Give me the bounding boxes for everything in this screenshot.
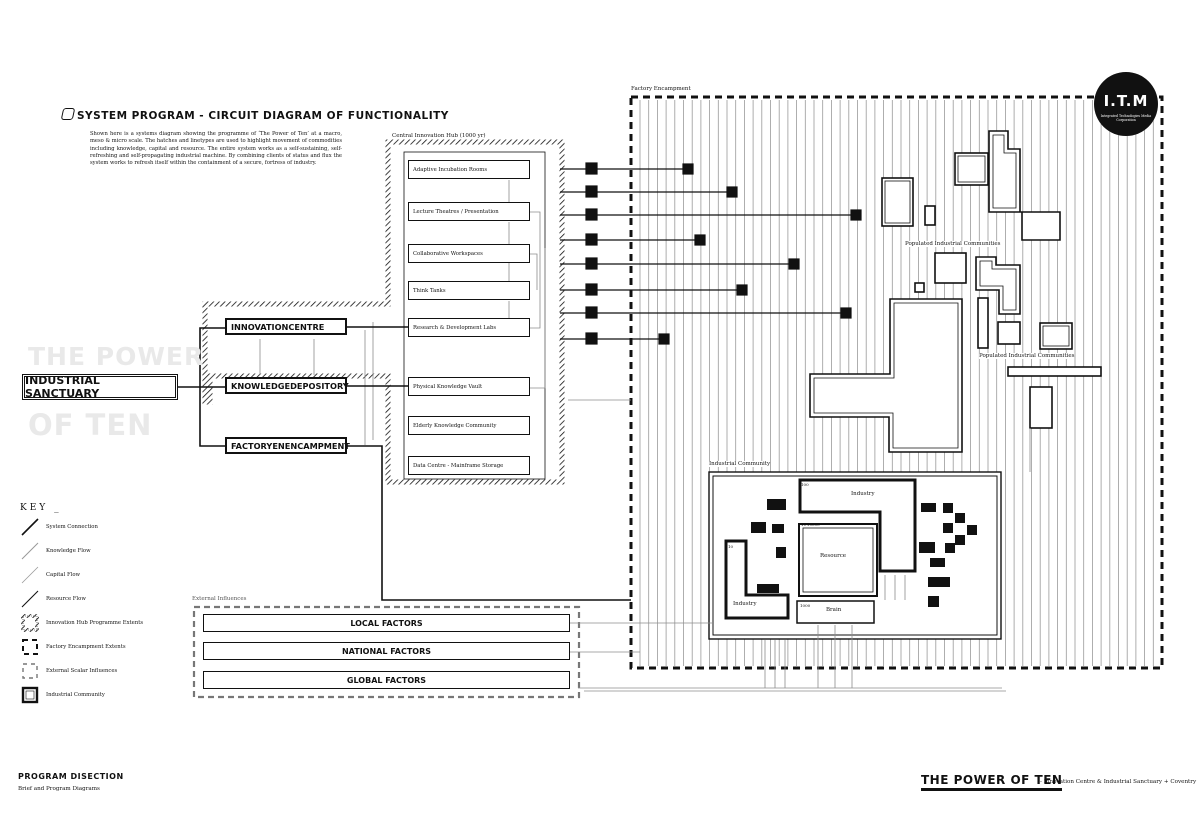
local-factors: LOCAL FACTORS (203, 614, 570, 632)
tag-10: 10 (728, 544, 734, 549)
watermark-line-2: OF TEN (28, 408, 153, 442)
resource-flow-icon (21, 590, 39, 608)
itm-logo: I.T.M Integrated Technologies Media Corp… (1094, 72, 1158, 136)
room-research-labs: Research & Development Labs (408, 318, 530, 337)
knowledge-depository-node: KNOWLEDGEDEPOSITORY (225, 377, 349, 394)
external-influences-icon (22, 663, 38, 679)
footer-right-title: THE POWER OF TEN (921, 773, 1063, 791)
factory-encampment-node: FACTORYENENCAMPMENT (225, 437, 350, 454)
key-title: KEY _ (20, 503, 62, 513)
room-lecture-theatres: Lecture Theatres / Presentation (408, 202, 530, 221)
room-think-tanks: Think Tanks (408, 281, 530, 300)
system-connection-icon (21, 518, 39, 536)
key-row-capital: Capital Flow (20, 564, 220, 586)
national-factors: NATIONAL FACTORS (203, 642, 570, 660)
populated-label-2: Populated Industrial Communities (979, 353, 1075, 359)
room-collaborative-workspaces: Collaborative Workspaces (408, 244, 530, 263)
industrial-sanctuary-node: INDUSTRIAL SANCTUARY (22, 374, 178, 400)
footer-left-title: PROGRAM DISECTION (18, 772, 124, 781)
community-resource-label: Resource (820, 553, 847, 559)
logo-subtitle: Integrated Technologies Media Corporatio… (1100, 114, 1152, 122)
tag-10000: 1>10000 (801, 522, 820, 527)
footer-right-subtitle: - Innovation Centre & Industrial Sanctua… (1040, 779, 1197, 785)
key-row-hub-extents: Innovation Hub Programme Extents (20, 612, 220, 634)
room-knowledge-vault: Physical Knowledge Vault (408, 377, 530, 396)
description-paragraph: Shown here is a systems diagram showing … (90, 131, 342, 167)
key-row-resource: Resource Flow (20, 588, 220, 610)
external-label: External Influences (192, 596, 247, 602)
page-title: SYSTEM PROGRAM - CIRCUIT DIAGRAM OF FUNC… (60, 108, 449, 122)
community-label: Industrial Community (709, 461, 771, 467)
knowledge-flow-icon (21, 542, 39, 560)
global-factors: GLOBAL FACTORS (203, 671, 570, 689)
watermark-line-1: THE POWER (28, 342, 205, 371)
factory-extents-icon (22, 639, 38, 655)
factory-encampment-extents (629, 95, 1164, 670)
industrial-community-frame (708, 471, 1002, 640)
key-row-knowledge: Knowledge Flow (20, 540, 220, 562)
populated-label-1: Populated Industrial Communities (905, 241, 1001, 247)
system-program-icon (60, 108, 76, 120)
key-row-system: System Connection (20, 516, 220, 538)
room-adaptive-incubation: Adaptive Incubation Rooms (408, 160, 530, 179)
community-industry-label: Industry (851, 491, 875, 497)
tag-100: 100 (801, 482, 809, 487)
hub-extents-icon (21, 614, 39, 632)
capital-flow-icon (21, 566, 39, 584)
key-row-community: Industrial Community (20, 684, 220, 706)
community-industry-left-label: Industry (733, 601, 757, 607)
key-row-factory-extents: Factory Encampment Extents (20, 636, 220, 658)
hub-label: Central Innovation Hub (1000 yr) (392, 133, 486, 139)
industrial-community-icon (21, 686, 39, 704)
populated-blocks (809, 130, 1102, 453)
innovation-hub-extents (202, 139, 565, 485)
factory-label: Factory Encampment (631, 86, 691, 92)
footer-left-subtitle: Brief and Program Diagrams (18, 786, 100, 792)
room-elderly-knowledge: Elderly Knowledge Community (408, 416, 530, 435)
community-brain-label: Brain (826, 607, 842, 613)
room-data-centre: Data Centre - Mainframe Storage (408, 456, 530, 475)
logo-text: I.T.M (1103, 92, 1149, 110)
key-row-external: External Scalar Influences (20, 660, 220, 682)
tag-1000: 1000 (800, 603, 811, 608)
community-tags (751, 499, 977, 607)
innovation-centre-node: INNOVATIONCENTRE (225, 318, 347, 335)
